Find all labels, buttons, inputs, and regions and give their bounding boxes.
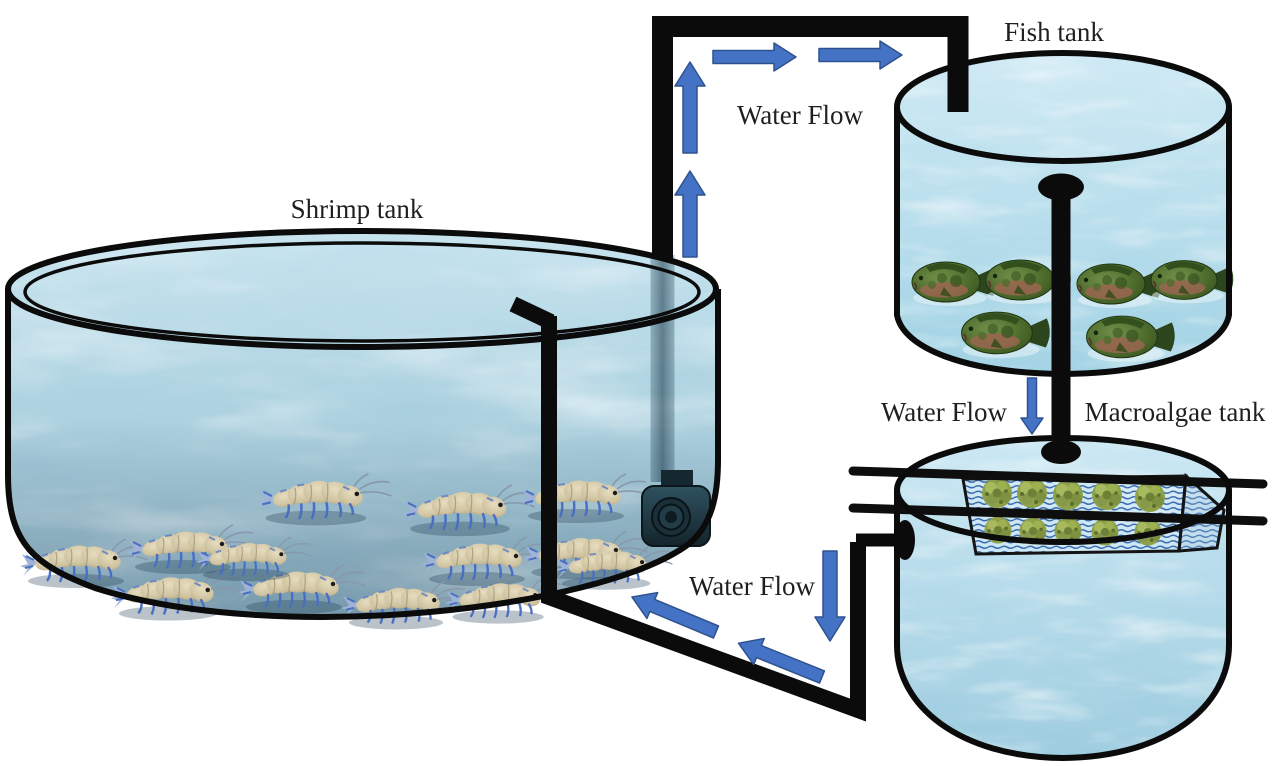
flow-arrow-down [814, 550, 846, 642]
water-flow-label-middle: Water Flow [881, 397, 1008, 427]
flow-arrow-return [737, 637, 826, 684]
pipe-shrimp-to-fish [652, 16, 969, 258]
flow-arrow-up [674, 170, 706, 258]
flow-arrow-right [712, 42, 797, 72]
macroalgae-tank-label: Macroalgae tank [1085, 397, 1266, 427]
water-flow-arrows [631, 40, 1044, 684]
drain-intake-knob [1038, 173, 1084, 201]
algae-clump [1017, 478, 1047, 508]
pipe-macroalgae-to-shrimp [509, 296, 866, 722]
shrimp-tank-wall [5, 289, 721, 620]
flow-arrow-up [674, 61, 706, 154]
water-pump [641, 470, 711, 547]
algae-clump [982, 478, 1012, 508]
algae-clump [1092, 480, 1122, 510]
outlet-flange [895, 520, 915, 560]
support-rod [848, 466, 1268, 489]
macroalgae-tank-rim [894, 435, 1232, 545]
macroalgae-tank [848, 435, 1268, 762]
fish-tank-rim [894, 50, 1232, 164]
flow-arrow-right [818, 40, 903, 70]
algae-clump [1053, 480, 1083, 510]
fish-tank-label: Fish tank [1004, 17, 1104, 47]
macroalgae-tank-wall [894, 490, 1232, 762]
shrimp-tank-label: Shrimp tank [291, 194, 424, 224]
pump-outlet-tube [650, 255, 675, 482]
pipe-fish-to-macroalgae [1038, 173, 1084, 452]
flow-arrow-return [631, 591, 720, 639]
shrimp-tank [5, 228, 721, 631]
algae-clump [1135, 482, 1165, 512]
shrimp-tank-rim [5, 228, 719, 350]
flow-arrow-down [1020, 377, 1044, 435]
drain-outlet-knob [1041, 440, 1081, 464]
water-flow-label-bottom: Water Flow [689, 571, 816, 601]
shrimp-tank-waterline [23, 241, 701, 343]
water-flow-label-top: Water Flow [737, 100, 864, 130]
